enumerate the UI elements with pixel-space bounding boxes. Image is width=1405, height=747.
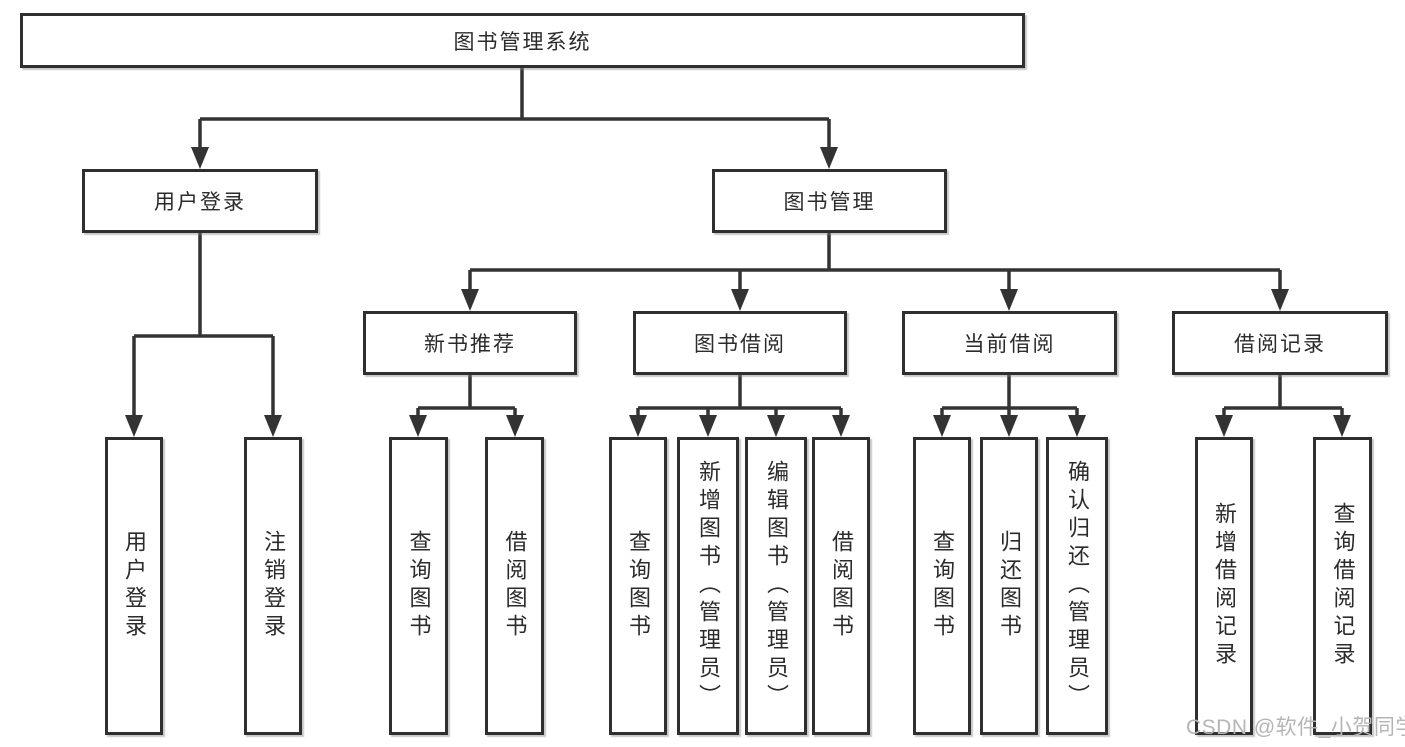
arrowhead-icon: [629, 415, 647, 437]
node-leaf-logout: 注销登录: [244, 437, 302, 735]
arrowhead-icon: [125, 415, 143, 437]
node-leaf-query-book-2: 查询图书: [609, 437, 667, 735]
watermark: CSDN @软件_小贺同学: [1186, 716, 1405, 739]
node-leaf-borrow-book-1: 借阅图书: [485, 437, 544, 735]
arrowhead-icon: [1000, 289, 1018, 311]
arrowhead-icon: [191, 147, 209, 169]
arrowhead-icon: [1068, 415, 1086, 437]
node-current-borrowing: 当前借阅: [902, 311, 1117, 375]
node-user-login: 用户登录: [82, 169, 318, 233]
node-book-borrowing: 图书借阅: [633, 311, 847, 375]
node-borrowing-records: 借阅记录: [1172, 311, 1388, 375]
arrowhead-icon: [1333, 415, 1351, 437]
connector-path: [940, 375, 1079, 419]
arrowhead-icon: [461, 289, 479, 311]
arrowhead-icon: [409, 415, 427, 437]
arrowhead-icon: [820, 147, 838, 169]
arrowhead-icon: [731, 289, 749, 311]
node-leaf-query-book-3: 查询图书: [913, 437, 971, 735]
arrowhead-icon: [1000, 415, 1018, 437]
arrowhead-icon: [1271, 289, 1289, 311]
arrowhead-icon: [506, 415, 524, 437]
node-root-system: 图书管理系统: [20, 13, 1025, 68]
arrowhead-icon: [264, 415, 282, 437]
arrowhead-icon: [933, 415, 951, 437]
node-leaf-confirm-return: 确认归还（管理员）: [1046, 437, 1108, 735]
arrowhead-icon: [1215, 415, 1233, 437]
connector-path: [1222, 375, 1344, 419]
node-leaf-edit-book-admin: 编辑图书（管理员）: [745, 437, 807, 735]
node-new-book-recommend: 新书推荐: [363, 311, 577, 375]
arrowhead-icon: [699, 415, 717, 437]
node-leaf-query-book-1: 查询图书: [389, 437, 448, 735]
connector-path: [132, 233, 275, 419]
connector-path: [468, 233, 1282, 293]
node-leaf-query-borrow-record: 查询借阅记录: [1313, 437, 1372, 735]
node-leaf-user-login: 用户登录: [105, 437, 163, 735]
connector-path: [416, 375, 517, 419]
arrowhead-icon: [767, 415, 785, 437]
arrowhead-icon: [832, 415, 850, 437]
connector-path: [636, 375, 843, 419]
node-leaf-return-book: 归还图书: [980, 437, 1038, 735]
connector-path: [198, 68, 831, 151]
node-leaf-borrow-book-2: 借阅图书: [812, 437, 870, 735]
node-leaf-add-book-admin: 新增图书（管理员）: [677, 437, 739, 735]
node-book-management: 图书管理: [712, 169, 947, 233]
node-leaf-add-borrow-record: 新增借阅记录: [1195, 437, 1253, 735]
